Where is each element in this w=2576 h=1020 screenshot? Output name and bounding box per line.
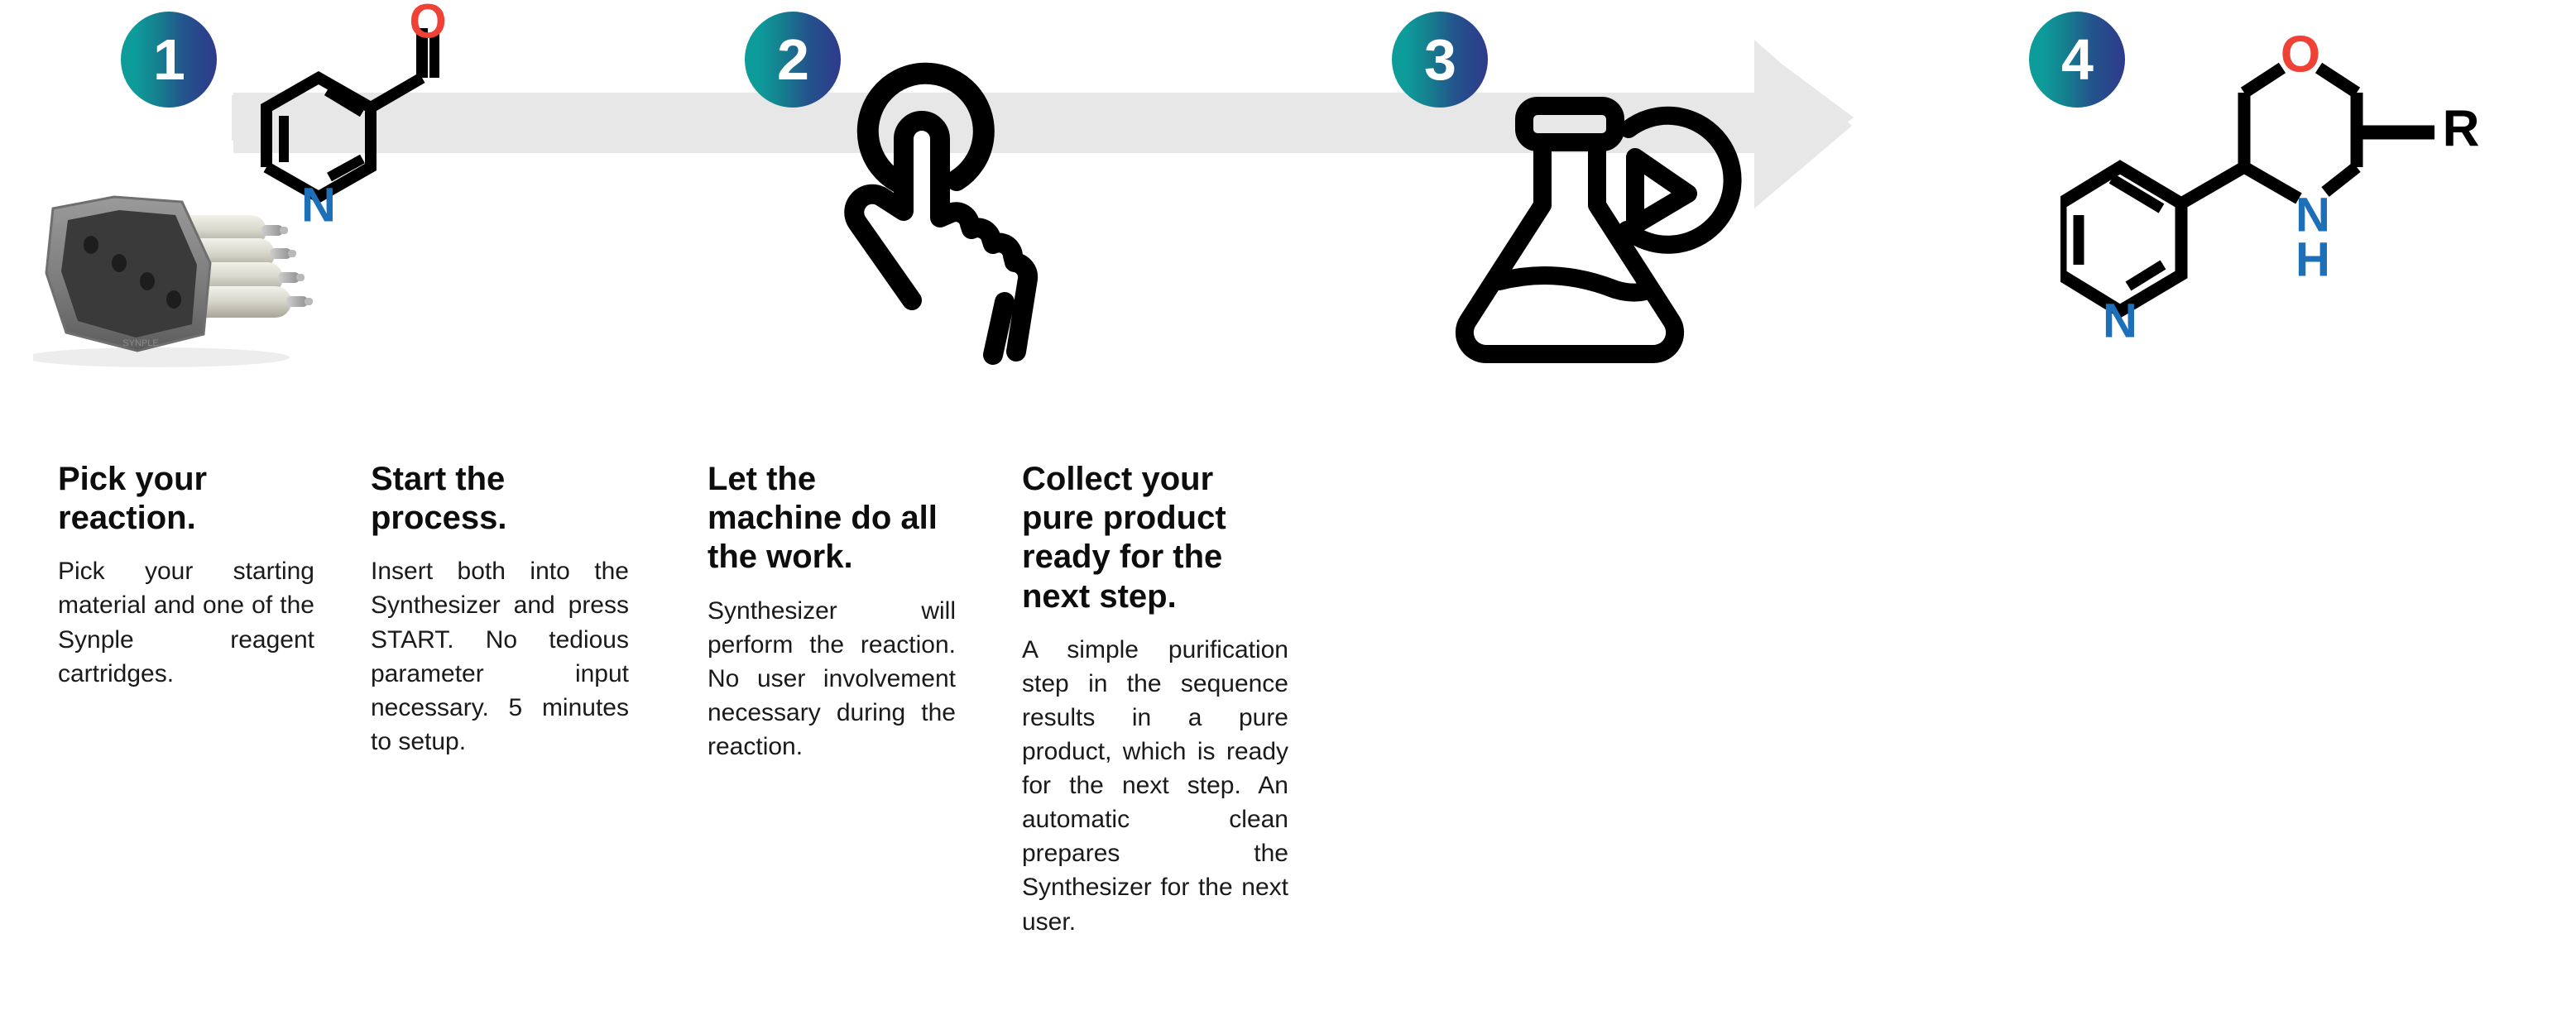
morpholine-product-structure [2060, 62, 2434, 318]
cartridge-brand-label: SYNPLE [122, 338, 158, 348]
step-heading-3: Let the machine do all the work. [708, 461, 938, 576]
step-4-artwork: O N H R N [2060, 26, 2480, 347]
step-number-4: 4 [2061, 27, 2094, 92]
step-heading-2: Start the process. [371, 461, 507, 537]
step-2-artwork [844, 62, 1039, 365]
step-number-2: 2 [777, 27, 809, 92]
step-3-artwork [1455, 97, 1742, 364]
nitrogen-label-step4: N [2295, 188, 2330, 242]
pointing-finger-icon [844, 111, 1039, 365]
step-body-4: A simple purification step in the sequen… [1022, 635, 1288, 936]
step-body-3: Synthesizer will perform the reaction. N… [708, 596, 956, 760]
step-badge-3: 3 [1392, 12, 1488, 108]
erlenmeyer-flask-icon [1455, 97, 1685, 364]
circular-arrow-icon [1618, 106, 1742, 254]
step-number-1: 1 [153, 27, 185, 92]
step-text-1: Pick your reaction. Pick your starting m… [58, 460, 314, 691]
r-group-label-step4: R [2443, 100, 2480, 157]
step-badge-4: 4 [2029, 12, 2125, 108]
tap-gesture-icon [856, 62, 995, 193]
step-text-2: Start the process. Insert both into the … [371, 460, 629, 759]
hydrogen-label-step4: H [2295, 232, 2330, 286]
pyridine-nitrogen-label-step4: N [2103, 294, 2137, 347]
step-badge-2: 2 [745, 12, 841, 108]
step-text-4: Collect your pure product ready for the … [1022, 460, 1288, 939]
cartridge-photo: SYNPLE [33, 195, 313, 367]
step-heading-4: Collect your pure product ready for the … [1022, 461, 1226, 615]
nicotinaldehyde-structure [261, 28, 439, 204]
oxygen-label-step1: O [409, 0, 446, 48]
step-body-1: Pick your starting material and one of t… [58, 558, 314, 687]
oxygen-label-step4: O [2281, 26, 2320, 83]
step-body-2: Insert both into the Synthesizer and pre… [371, 558, 629, 755]
step-1-artwork: O N [33, 0, 447, 367]
step-text-3: Let the machine do all the work. Synthes… [708, 460, 956, 764]
nitrogen-label-step1: N [301, 178, 336, 232]
step-number-3: 3 [1424, 27, 1456, 92]
step-heading-1: Pick your reaction. [58, 461, 208, 537]
step-badge-1: 1 [121, 12, 217, 108]
